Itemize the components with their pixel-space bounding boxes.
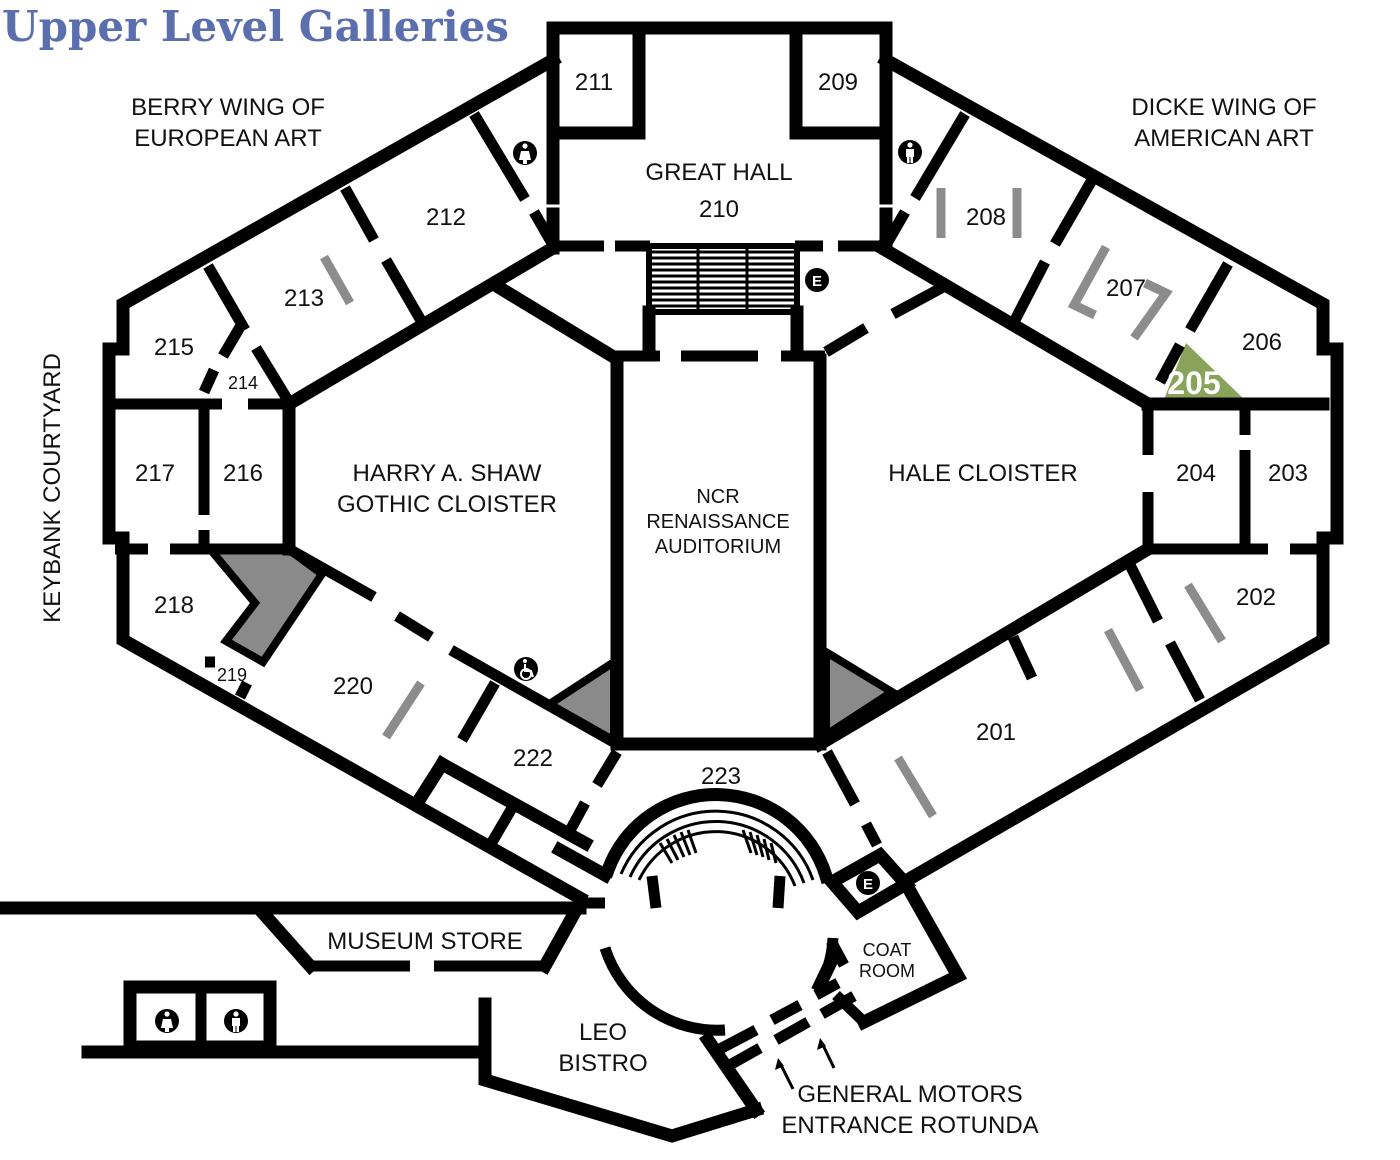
room-209[interactable]: 209: [818, 69, 858, 96]
room-223[interactable]: 223: [701, 763, 741, 790]
elevator-icon: E: [805, 268, 829, 292]
coat-room-label-1[interactable]: COAT: [863, 940, 912, 960]
dicke-wing-label-1: DICKE WING OF: [1131, 94, 1316, 121]
restroom-icon: [155, 1009, 179, 1033]
room-201[interactable]: 201: [976, 719, 1016, 746]
shaw-cloister-label-2[interactable]: GOTHIC CLOISTER: [337, 491, 557, 518]
restroom-icon: [224, 1009, 248, 1033]
wheelchair-accessible-icon: [514, 657, 538, 681]
leo-bistro-label-2[interactable]: BISTRO: [558, 1050, 647, 1077]
room-207[interactable]: 207: [1106, 275, 1146, 302]
restroom-icon: [513, 141, 537, 165]
great-hall-number: 210: [699, 196, 739, 223]
room-220[interactable]: 220: [333, 673, 373, 700]
room-205-highlight[interactable]: 205: [1167, 365, 1220, 401]
room-204[interactable]: 204: [1176, 460, 1216, 487]
berry-wing-label-1: BERRY WING OF: [131, 94, 325, 121]
room-206[interactable]: 206: [1242, 329, 1282, 356]
hale-cloister-label[interactable]: HALE CLOISTER: [888, 460, 1077, 487]
outer-walls: [102, 21, 1344, 907]
ncr-auditorium-label-1[interactable]: NCR: [696, 486, 739, 508]
entrance-arrow-icon: [775, 1058, 795, 1090]
entrance-rotunda: [599, 788, 857, 1120]
room-217[interactable]: 217: [135, 460, 175, 487]
elevator-icon: E: [856, 871, 880, 895]
room-216[interactable]: 216: [223, 460, 263, 487]
ncr-auditorium-label-3[interactable]: AUDITORIUM: [655, 536, 781, 558]
berry-wing-label-2: EUROPEAN ART: [134, 125, 322, 152]
shaw-cloister-label-1[interactable]: HARRY A. SHAW: [353, 460, 542, 487]
entrance-arrow-icon: [817, 1038, 836, 1069]
room-215[interactable]: 215: [154, 334, 194, 361]
highlighted-room-205[interactable]: [1163, 343, 1247, 402]
room-214[interactable]: 214: [228, 373, 258, 393]
west-wing-walls: [115, 111, 622, 884]
room-211[interactable]: 211: [575, 69, 613, 96]
museum-store-label[interactable]: MUSEUM STORE: [327, 928, 523, 955]
dicke-wing-label-2: AMERICAN ART: [1134, 125, 1314, 152]
restroom-icon: [898, 140, 922, 164]
east-wing-walls: [811, 111, 1330, 1031]
room-208[interactable]: 208: [966, 204, 1006, 231]
closed-area-shaw: [540, 654, 618, 749]
grand-staircase: [646, 243, 800, 315]
room-213[interactable]: 213: [284, 285, 324, 312]
room-202[interactable]: 202: [1236, 584, 1276, 611]
elevator-label: E: [863, 876, 873, 893]
rotunda-label-2[interactable]: ENTRANCE ROTUNDA: [781, 1112, 1038, 1139]
leo-bistro-walls: [81, 980, 765, 1143]
leo-bistro-label-1[interactable]: LEO: [579, 1019, 627, 1046]
auditorium-walls: [610, 350, 827, 751]
elevator-label: E: [812, 273, 822, 290]
museum-store-walls: [0, 897, 605, 976]
room-218[interactable]: 218: [154, 592, 194, 619]
rotunda-label-1[interactable]: GENERAL MOTORS: [797, 1081, 1022, 1108]
room-222[interactable]: 222: [513, 745, 553, 772]
keybank-courtyard-label: KEYBANK COURTYARD: [39, 353, 66, 623]
map-title: Upper Level Galleries: [2, 2, 509, 51]
display-cases: [320, 188, 1226, 819]
room-numbers: 211 209 212 208 213 207 215 214 206 217 …: [135, 69, 1308, 790]
room-212[interactable]: 212: [426, 204, 466, 231]
room-219[interactable]: 219: [217, 665, 247, 685]
coat-room-label-2[interactable]: ROOM: [859, 961, 915, 981]
closed-area-218: [201, 545, 328, 668]
room-203[interactable]: 203: [1268, 460, 1308, 487]
ncr-auditorium-label-2[interactable]: RENAISSANCE: [646, 511, 789, 533]
great-hall-label[interactable]: GREAT HALL: [645, 159, 792, 186]
